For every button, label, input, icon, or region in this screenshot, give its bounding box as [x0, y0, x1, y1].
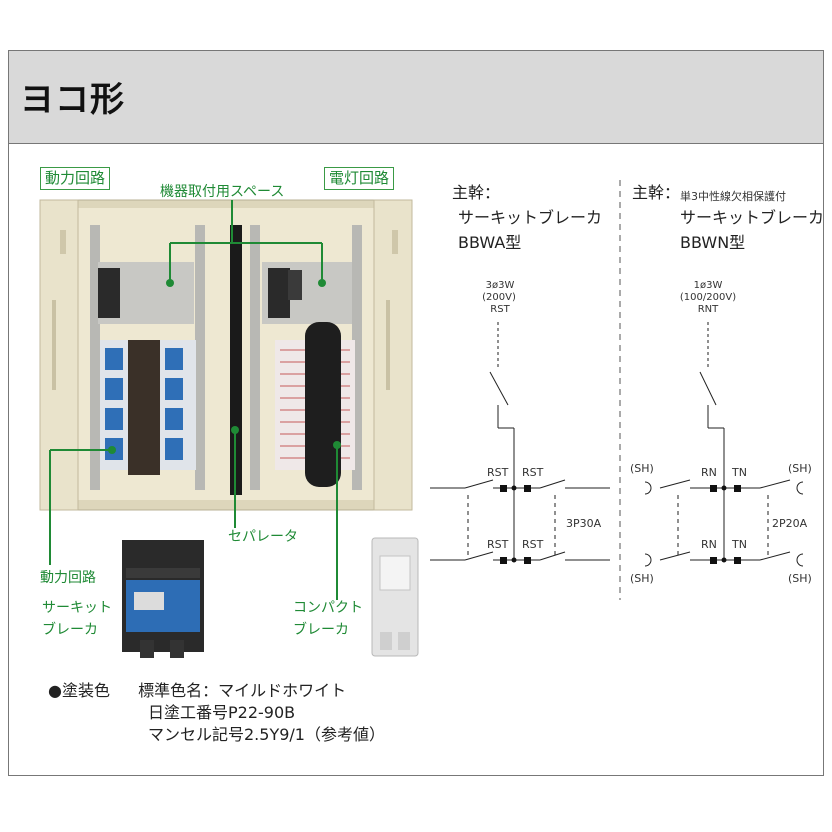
right-sh-bottom-right: (SH) [788, 572, 812, 585]
right-breaker-name: サーキットブレーカ [680, 208, 825, 227]
paint-munsell: マンセル記号2.5Y9/1（参考値） [148, 725, 385, 744]
left-spec-2: (200V) [482, 292, 516, 303]
right-term-bot-b: TN [732, 538, 747, 551]
page-title: ヨコ形 [20, 80, 125, 120]
right-sh-top-left: (SH) [630, 462, 654, 475]
right-term-top-a: RN [701, 466, 717, 479]
power-breaker-label-2: サーキット [42, 600, 112, 616]
light-circuit-box-label: 電灯回路 [324, 167, 395, 190]
paint-row-1: ●塗装色 標準色名：マイルドホワイト [48, 680, 385, 702]
paint-row-3: マンセル記号2.5Y9/1（参考値） [48, 724, 385, 746]
paint-row-2: 日塗工番号P22-90B [48, 702, 385, 724]
right-rating: 2P20A [772, 517, 808, 530]
separator-label: セパレータ [228, 529, 298, 545]
left-term-bot-b: RST [522, 538, 544, 551]
right-heading: 主幹： [632, 183, 681, 202]
header-bar [9, 51, 823, 144]
right-term-bot-a: RN [701, 538, 717, 551]
right-breaker-type: BBWN型 [680, 233, 746, 252]
right-term-top-b: TN [732, 466, 747, 479]
paint-label: ●塗装色 [48, 681, 110, 700]
left-heading: 主幹： [452, 183, 501, 202]
right-spec-3: RNT [697, 304, 719, 315]
left-breaker-name: サーキットブレーカ [458, 208, 603, 227]
equipment-space-label: 機器取付用スペース [160, 184, 285, 200]
left-breaker-type: BBWA型 [458, 233, 522, 252]
left-spec-1: 3ø3W [485, 280, 515, 291]
power-breaker-label-1: 動力回路 [40, 570, 96, 586]
compact-breaker-label-1: コンパクト [293, 600, 363, 616]
power-breaker-label-3: ブレーカ [42, 622, 98, 638]
paint-color-block: ●塗装色 標準色名：マイルドホワイト 日塗工番号P22-90B マンセル記号2.… [48, 680, 385, 746]
left-rating: 3P30A [566, 517, 602, 530]
left-term-top-a: RST [487, 466, 509, 479]
paint-standard-name: 標準色名：マイルドホワイト [138, 681, 347, 700]
right-sh-bottom-left: (SH) [630, 572, 654, 585]
paint-nittoko-code: 日塗工番号P22-90B [148, 703, 296, 722]
power-circuit-box-label: 動力回路 [40, 167, 111, 190]
right-spec-1: 1ø3W [693, 280, 723, 291]
outer-frame [8, 50, 824, 776]
right-spec-2: (100/200V) [679, 292, 737, 303]
right-sh-top-right: (SH) [788, 462, 812, 475]
left-term-bot-a: RST [487, 538, 509, 551]
left-term-top-b: RST [522, 466, 544, 479]
right-note: 単3中性線欠相保護付 [680, 190, 786, 203]
left-spec-3: RST [490, 304, 510, 315]
compact-breaker-label-2: ブレーカ [293, 622, 349, 638]
